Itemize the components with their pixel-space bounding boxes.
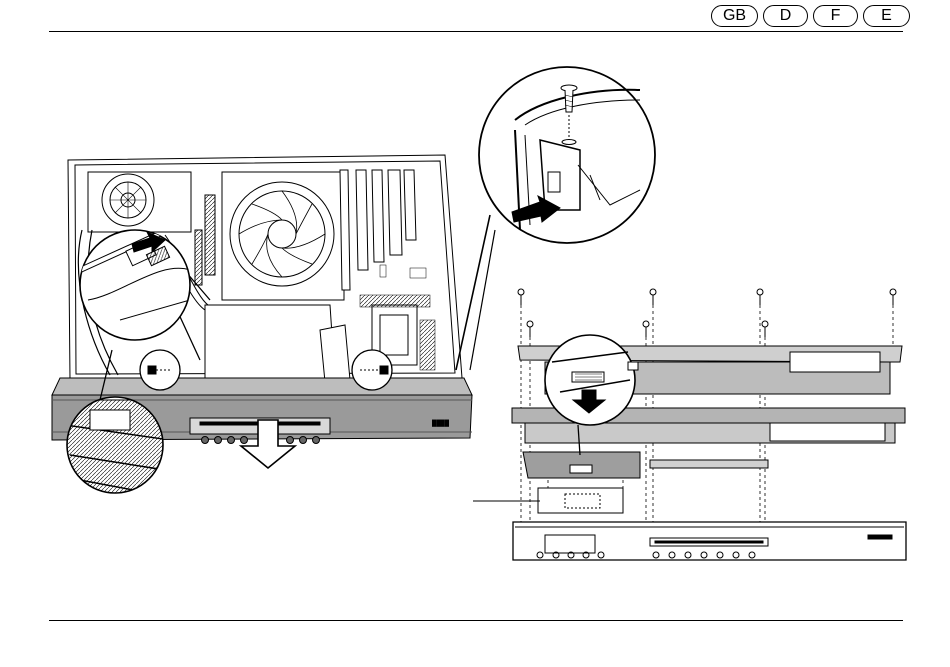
screw-callout-left [140, 350, 180, 390]
screw-callout-right [352, 350, 392, 390]
pc-case-open-view: ████ [52, 155, 472, 500]
bracket-detail-inset [456, 67, 655, 370]
front-panel-exploded-view [473, 289, 906, 560]
screws-row [518, 289, 896, 337]
psu-fan-icon [102, 174, 154, 226]
svg-text:████: ████ [432, 419, 450, 427]
